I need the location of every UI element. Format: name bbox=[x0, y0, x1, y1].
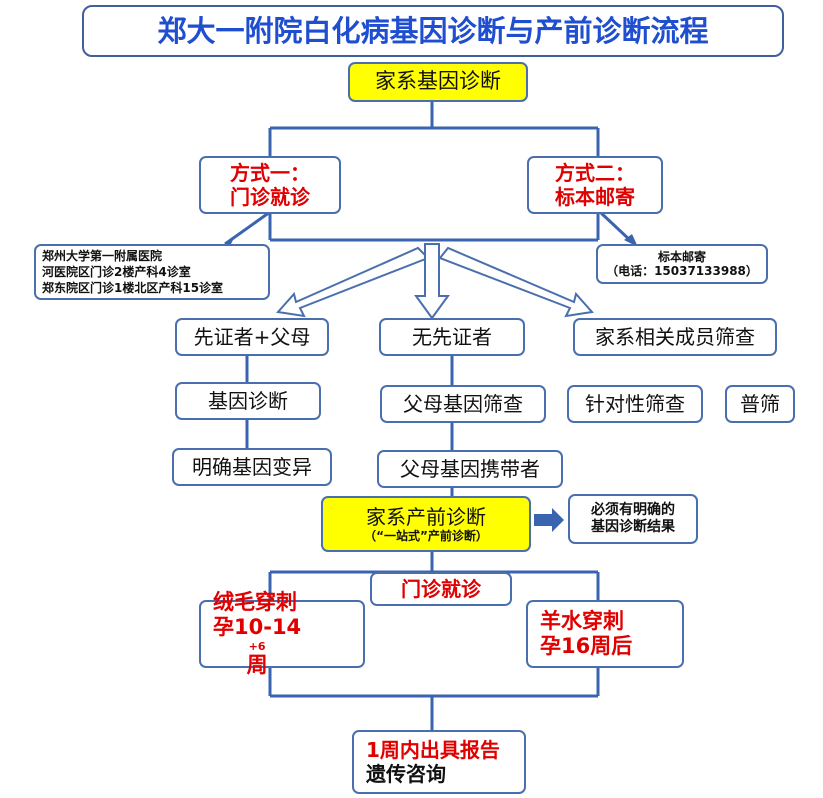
report-box: 1周内出具报告 遗传咨询 bbox=[352, 730, 526, 794]
mail-info-line2: （电话：15037133988） bbox=[606, 264, 758, 278]
no-proband-box: 无先证者 bbox=[379, 318, 525, 356]
general-screening-box: 普筛 bbox=[725, 385, 795, 423]
prenatal-diagnosis-line2: （“一站式”产前诊断） bbox=[364, 528, 488, 543]
mail-info-line1: 标本邮寄 bbox=[657, 249, 706, 264]
method-one-line2: 门诊就诊 bbox=[230, 185, 310, 209]
family-gene-diagnosis-label: 家系基因诊断 bbox=[375, 69, 501, 94]
clinic-visit-box: 门诊就诊 bbox=[370, 572, 512, 606]
amnio-line2: 孕16周后 bbox=[540, 634, 633, 658]
targeted-screening-label: 针对性筛查 bbox=[585, 392, 685, 416]
gene-diagnosis-label: 基因诊断 bbox=[208, 389, 288, 413]
hospital-info-line2: 河医院区门诊2楼产科4诊室 bbox=[42, 264, 191, 279]
hospital-info-line3: 郑东院区门诊1楼北区产科15诊室 bbox=[42, 281, 224, 296]
parents-gene-screening-box: 父母基因筛查 bbox=[380, 385, 546, 423]
cvs-line2-main: 孕10-14 bbox=[213, 614, 302, 639]
amnio-box: 羊水穿刺 孕16周后 bbox=[526, 600, 684, 668]
parents-gene-screening-label: 父母基因筛查 bbox=[403, 392, 523, 416]
method-one-line1: 方式一： bbox=[230, 161, 310, 185]
mail-info-box: 标本邮寄 （电话：15037133988） bbox=[596, 244, 768, 284]
method-two-line2: 标本邮寄 bbox=[555, 185, 635, 209]
confirmed-variant-box: 明确基因变异 bbox=[172, 448, 332, 486]
method-two-box: 方式二： 标本邮寄 bbox=[527, 156, 663, 214]
requirement-line1: 必须有明确的 bbox=[591, 502, 675, 519]
hospital-info-line1: 郑州大学第一附属医院 bbox=[42, 248, 163, 263]
proband-parents-box: 先证者+父母 bbox=[175, 318, 329, 356]
clinic-visit-label: 门诊就诊 bbox=[401, 577, 481, 601]
page-title: 郑大一附院白化病基因诊断与产前诊断流程 bbox=[82, 5, 784, 57]
parents-carrier-box: 父母基因携带者 bbox=[377, 450, 563, 488]
requirement-line2: 基因诊断结果 bbox=[591, 519, 675, 535]
prenatal-diagnosis-box: 家系产前诊断 （“一站式”产前诊断） bbox=[321, 496, 531, 552]
page-title-text: 郑大一附院白化病基因诊断与产前诊断流程 bbox=[157, 13, 709, 48]
family-member-screening-box: 家系相关成员筛查 bbox=[573, 318, 777, 356]
method-two-line1: 方式二： bbox=[555, 161, 635, 185]
cvs-line1: 绒毛穿刺 bbox=[213, 589, 297, 614]
general-screening-label: 普筛 bbox=[740, 392, 780, 416]
targeted-screening-box: 针对性筛查 bbox=[567, 385, 703, 423]
no-proband-label: 无先证者 bbox=[412, 325, 492, 349]
confirmed-variant-label: 明确基因变异 bbox=[192, 455, 312, 479]
report-line2: 遗传咨询 bbox=[366, 762, 446, 786]
family-gene-diagnosis-box: 家系基因诊断 bbox=[348, 62, 528, 102]
hospital-info-box: 郑州大学第一附属医院 河医院区门诊2楼产科4诊室 郑东院区门诊1楼北区产科15诊… bbox=[34, 244, 270, 300]
prenatal-diagnosis-line1: 家系产前诊断 bbox=[366, 504, 486, 529]
report-line1: 1周内出具报告 bbox=[366, 738, 500, 762]
proband-parents-label: 先证者+父母 bbox=[193, 325, 311, 349]
family-member-screening-label: 家系相关成员筛查 bbox=[595, 325, 755, 349]
parents-carrier-label: 父母基因携带者 bbox=[400, 457, 540, 481]
gene-diagnosis-box: 基因诊断 bbox=[175, 382, 321, 420]
requirement-box: 必须有明确的 基因诊断结果 bbox=[568, 494, 698, 544]
cvs-line2-end: 周 bbox=[246, 653, 268, 678]
method-one-box: 方式一： 门诊就诊 bbox=[199, 156, 341, 214]
cvs-line2-sup: +6 bbox=[248, 640, 266, 653]
amnio-line1: 羊水穿刺 bbox=[540, 608, 624, 633]
